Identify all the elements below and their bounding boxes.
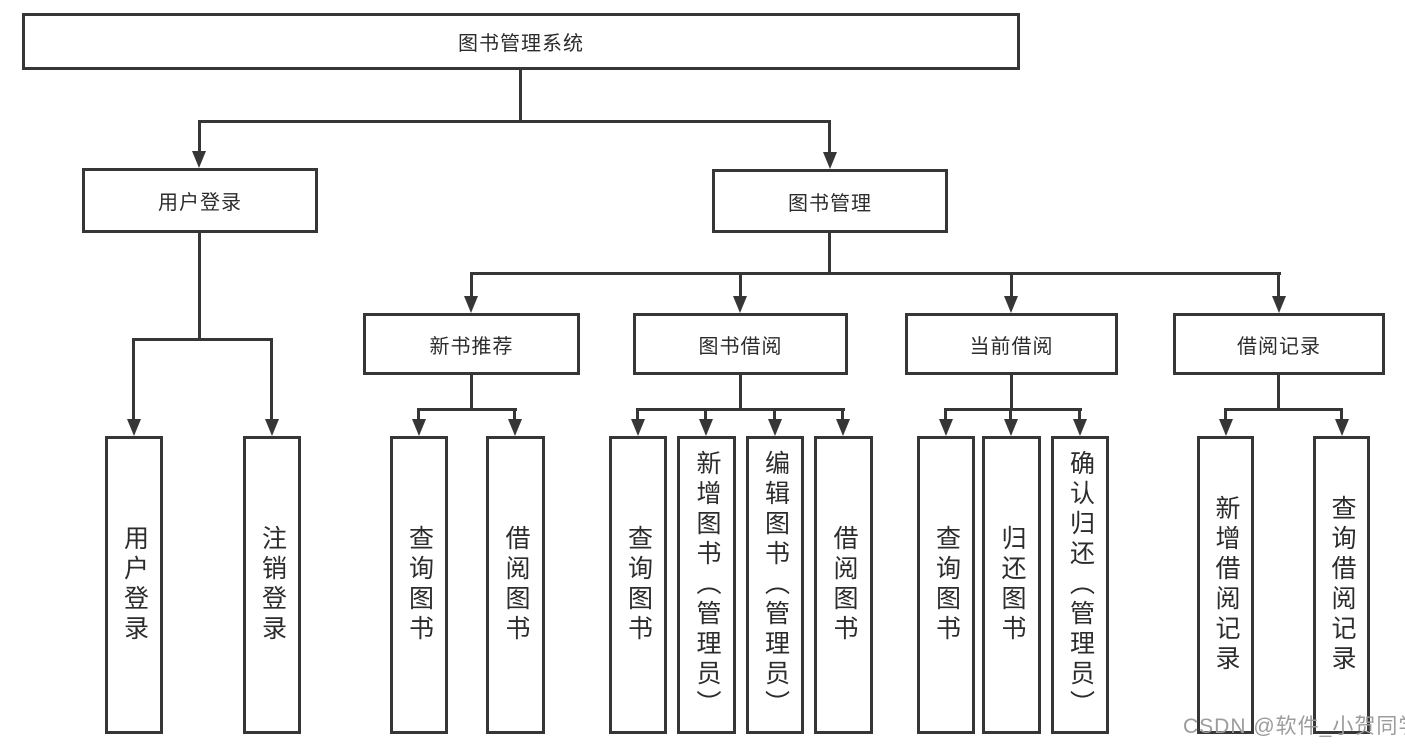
- leaf-borrow-books-recommend: 借阅图书: [486, 436, 545, 734]
- leaf-confirm-return-admin: 确认归还（管理员）: [1051, 436, 1109, 734]
- node-label: 当前借阅: [969, 335, 1054, 358]
- leaf-borrow-books-borrow: 借阅图书: [814, 436, 873, 734]
- leaf-query-borrow-record: 查询借阅记录: [1313, 436, 1370, 734]
- leaf-logout-login: 注销登录: [243, 436, 301, 734]
- connector-line: [132, 338, 273, 341]
- node-label: 借阅记录: [1237, 335, 1321, 358]
- connector-line: [636, 408, 845, 411]
- connector-line: [198, 120, 201, 151]
- connector-line: [470, 375, 473, 408]
- connector-line: [773, 408, 776, 419]
- node-label: 注销登录: [258, 525, 287, 645]
- connector-line: [1078, 408, 1081, 419]
- connector-line: [739, 272, 742, 296]
- node-label: 用户登录: [158, 192, 242, 214]
- arrowhead-down-icon: [699, 419, 713, 436]
- connector-line: [132, 338, 135, 419]
- node-current-borrowing: 当前借阅: [905, 313, 1118, 375]
- node-new-book-recommendation: 新书推荐: [363, 313, 580, 375]
- node-label: 新增借阅记录: [1212, 495, 1240, 675]
- node-label: 编辑图书（管理员）: [761, 450, 790, 720]
- node-label: 图书管理系统: [458, 33, 584, 55]
- node-label: 归还图书: [998, 525, 1026, 645]
- connector-line: [944, 408, 1082, 411]
- connector-line: [704, 408, 707, 419]
- arrowhead-down-icon: [1073, 419, 1087, 436]
- connector-line: [519, 70, 522, 120]
- connector-line: [739, 375, 742, 408]
- connector-line: [1009, 408, 1012, 419]
- arrowhead-down-icon: [1004, 419, 1018, 436]
- node-label: 图书管理: [788, 192, 872, 215]
- arrowhead-down-icon: [1004, 296, 1018, 313]
- leaf-add-books-admin: 新增图书（管理员）: [677, 436, 736, 734]
- node-label: 借阅图书: [830, 525, 858, 645]
- connector-line: [1224, 408, 1227, 419]
- connector-line: [1340, 408, 1343, 419]
- arrowhead-down-icon: [823, 152, 837, 169]
- arrowhead-down-icon: [1272, 296, 1286, 313]
- csdn-watermark: CSDN @软件_小贺同学: [1183, 715, 1405, 738]
- connector-line: [841, 408, 844, 419]
- arrowhead-down-icon: [127, 419, 141, 436]
- leaf-query-books-recommend: 查询图书: [390, 436, 448, 734]
- connector-line: [636, 408, 639, 419]
- connector-line: [1010, 375, 1013, 408]
- arrowhead-down-icon: [464, 296, 478, 313]
- connector-line: [470, 272, 1281, 275]
- arrowhead-down-icon: [768, 419, 782, 436]
- node-label: 确认归还（管理员）: [1066, 450, 1095, 720]
- connector-line: [1277, 272, 1280, 296]
- node-label: 查询借阅记录: [1328, 495, 1356, 675]
- leaf-edit-books-admin: 编辑图书（管理员）: [746, 436, 804, 734]
- node-library-management-system: 图书管理系统: [22, 13, 1020, 70]
- connector-line: [828, 120, 831, 152]
- arrowhead-down-icon: [939, 419, 953, 436]
- arrowhead-down-icon: [631, 419, 645, 436]
- connector-line: [470, 272, 473, 296]
- connector-line: [1277, 375, 1280, 408]
- node-label: 查询图书: [405, 525, 434, 645]
- leaf-query-books-current: 查询图书: [917, 436, 975, 734]
- leaf-user-login: 用户登录: [105, 436, 163, 734]
- arrowhead-down-icon: [733, 296, 747, 313]
- node-user-login: 用户登录: [82, 168, 318, 233]
- arrowhead-down-icon: [412, 419, 426, 436]
- leaf-add-borrow-record: 新增借阅记录: [1197, 436, 1254, 734]
- node-label: 查询图书: [624, 525, 653, 645]
- arrowhead-down-icon: [508, 419, 522, 436]
- connector-line: [417, 408, 517, 411]
- connector-line: [828, 233, 831, 272]
- connector-line: [198, 233, 201, 338]
- node-label: 图书借阅: [698, 335, 783, 358]
- arrowhead-down-icon: [1335, 419, 1349, 436]
- node-label: 新书推荐: [429, 335, 514, 358]
- node-label: 新增图书（管理员）: [693, 450, 721, 720]
- connector-line: [1224, 408, 1343, 411]
- arrowhead-down-icon: [836, 419, 850, 436]
- connector-line: [198, 120, 831, 123]
- node-book-management: 图书管理: [712, 169, 948, 233]
- node-label: 用户登录: [120, 525, 149, 645]
- node-book-borrowing: 图书借阅: [633, 313, 848, 375]
- node-label: 查询图书: [932, 525, 961, 645]
- arrowhead-down-icon: [1219, 419, 1233, 436]
- node-borrowing-records: 借阅记录: [1173, 313, 1385, 375]
- connector-line: [1010, 272, 1013, 296]
- connector-line: [944, 408, 947, 419]
- leaf-return-books: 归还图书: [982, 436, 1041, 734]
- arrowhead-down-icon: [265, 419, 279, 436]
- leaf-query-books-borrow: 查询图书: [609, 436, 667, 734]
- node-label: 借阅图书: [502, 525, 530, 645]
- connector-line: [513, 408, 516, 419]
- connector-line: [417, 408, 420, 419]
- connector-line: [270, 338, 273, 419]
- arrowhead-down-icon: [192, 151, 206, 168]
